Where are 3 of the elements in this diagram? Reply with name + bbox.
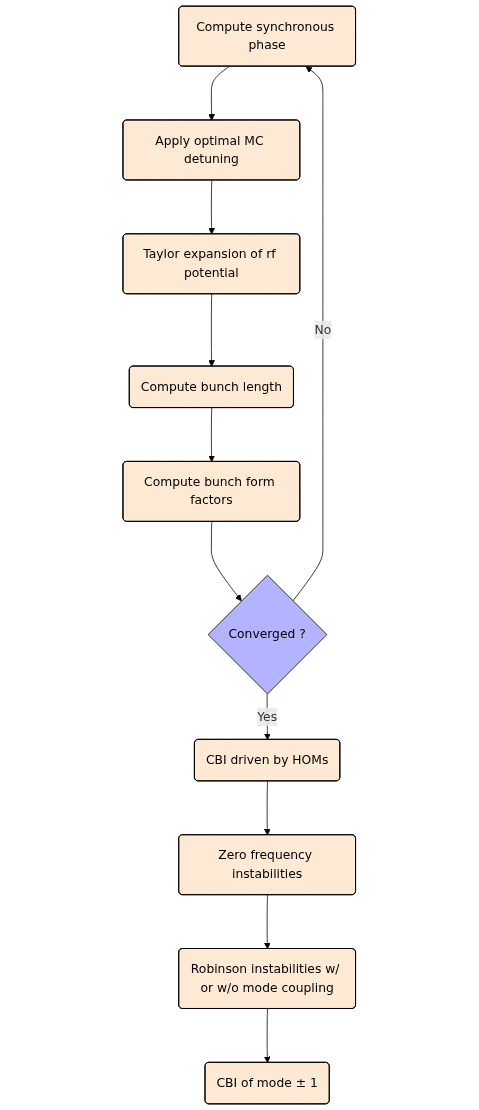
edge-label: Yes <box>257 708 278 724</box>
edge-label: No <box>314 322 332 337</box>
node-diamond: Converged ? <box>208 574 328 695</box>
